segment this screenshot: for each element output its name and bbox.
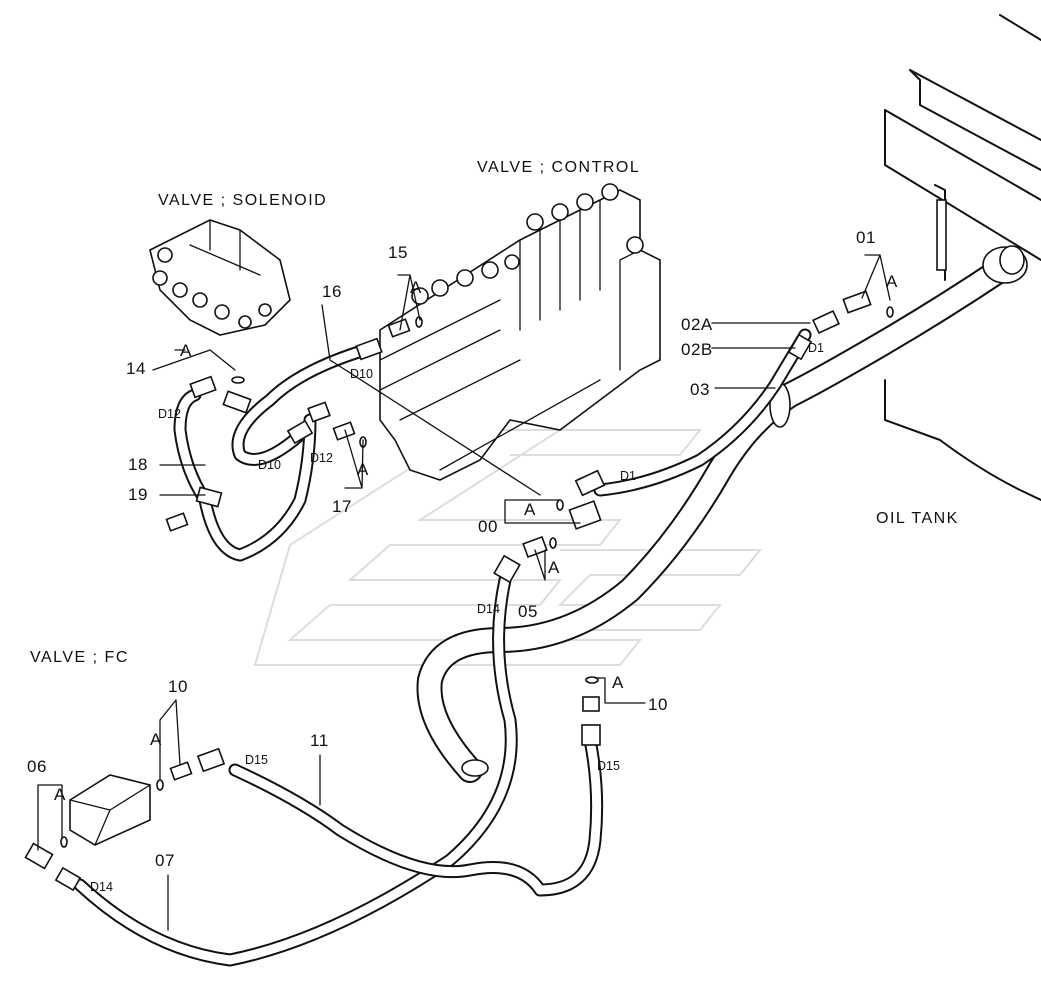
- fc-valve: [69, 774, 151, 846]
- text-labels: VALVE ; CONTROL VALVE ; SOLENOID VALVE ;…: [27, 159, 959, 894]
- fitting-14-tee: [222, 390, 252, 414]
- size-d10-loop: D10: [258, 458, 281, 472]
- fitting-10-bottom: [582, 696, 600, 712]
- hoses: [73, 328, 812, 967]
- label-valve-control: VALVE ; CONTROL: [477, 159, 640, 176]
- seal-mark-06: A: [54, 785, 66, 804]
- callout-10-bottom: 10: [648, 695, 668, 714]
- label-oil-tank: OIL TANK: [876, 510, 959, 527]
- callout-14: 14: [126, 359, 146, 378]
- size-d1-elbow: D1: [620, 469, 636, 483]
- size-d14-fc: D14: [90, 880, 113, 894]
- callout-02a: 02A: [681, 315, 713, 334]
- fitting-d1-elbow: [574, 469, 606, 497]
- oil-tank-outline: [884, 14, 1041, 501]
- clamp-19: [195, 486, 223, 508]
- callout-00: 00: [478, 517, 498, 536]
- size-d1-02b: D1: [808, 341, 824, 355]
- callout-06: 06: [27, 757, 47, 776]
- plug-19: [165, 512, 189, 532]
- callout-17: 17: [332, 497, 352, 516]
- seal-mark-01: A: [886, 272, 898, 291]
- fitting-d14-fc: [54, 866, 82, 892]
- fitting-d14-elbow: [493, 554, 521, 584]
- callout-01: 01: [856, 228, 876, 247]
- fitting-d10: [355, 337, 383, 361]
- callout-10-fc: 10: [168, 677, 188, 696]
- leader-lines: [37, 254, 891, 931]
- callout-18: 18: [128, 455, 148, 474]
- seal-mark-05: A: [548, 558, 560, 577]
- size-d12-left: D12: [158, 407, 181, 421]
- size-d15-fc: D15: [245, 753, 268, 767]
- seal-mark-00: A: [524, 500, 536, 519]
- callout-07: 07: [155, 851, 175, 870]
- fitting-00-tee: [568, 500, 602, 530]
- seal-mark-10-fc: A: [150, 730, 162, 749]
- fitting-d10-elbow: [286, 419, 314, 445]
- callout-15: 15: [388, 243, 408, 262]
- seal-mark-14: A: [180, 341, 192, 360]
- size-d15-bottom: D15: [597, 759, 620, 773]
- fitting-01: [842, 290, 872, 314]
- solenoid-valve: [149, 219, 291, 336]
- label-valve-solenoid: VALVE ; SOLENOID: [158, 192, 327, 209]
- fitting-05: [522, 535, 548, 559]
- fitting-d15-bottom: [581, 724, 601, 746]
- fitting-02b: [787, 333, 813, 361]
- suction-pipe: [416, 245, 1028, 783]
- callout-03: 03: [690, 380, 710, 399]
- fitting-d12-top: [189, 375, 217, 399]
- size-d10-16: D10: [350, 367, 373, 381]
- size-d12-right: D12: [310, 451, 333, 465]
- seal-mark-15: A: [410, 278, 422, 297]
- callout-19: 19: [128, 485, 148, 504]
- seal-mark-10-bottom: A: [612, 673, 624, 692]
- fitting-06: [24, 842, 54, 870]
- fitting-10-fc: [169, 761, 193, 781]
- fitting-02a: [812, 309, 840, 335]
- control-valve: [379, 183, 661, 481]
- fitting-d12-elbow: [307, 401, 331, 423]
- fittings: [24, 290, 894, 892]
- callout-16: 16: [322, 282, 342, 301]
- callout-05: 05: [518, 602, 538, 621]
- fitting-15: [387, 318, 411, 338]
- fitting-17: [332, 421, 356, 441]
- callout-11: 11: [310, 731, 329, 750]
- seal-mark-17: A: [357, 460, 369, 479]
- tank-gauge: [936, 199, 947, 271]
- fitting-d15-elbow: [196, 747, 226, 773]
- size-d14-top: D14: [477, 602, 500, 616]
- label-valve-fc: VALVE ; FC: [30, 649, 129, 666]
- callout-02b: 02B: [681, 340, 713, 359]
